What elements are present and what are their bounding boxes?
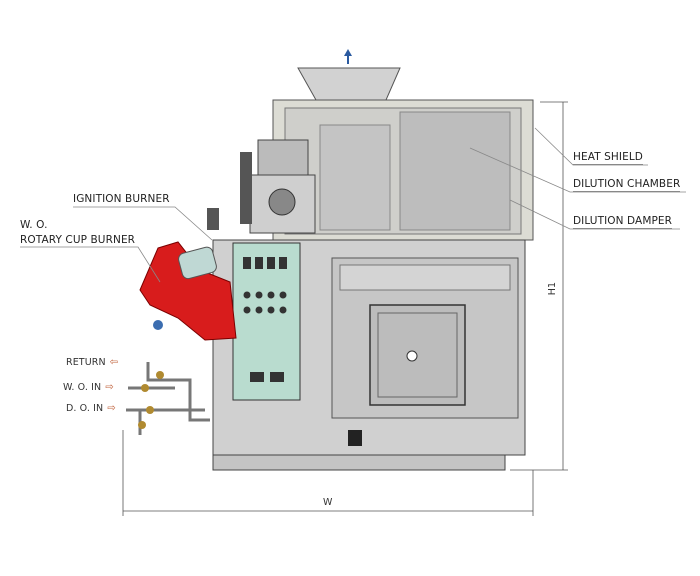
dimension-h1-label: H1 bbox=[547, 281, 559, 296]
label-dilution-damper: DILUTION DAMPER bbox=[573, 215, 673, 229]
base bbox=[212, 454, 506, 471]
arrow-right-icon: ⇨ bbox=[107, 403, 116, 414]
label-rotary-cup-burner: ROTARY CUP BURNER bbox=[20, 234, 136, 246]
ignition-burner bbox=[207, 208, 219, 230]
rotary-cup-burner bbox=[139, 241, 237, 341]
label-heat-shield: HEAT SHIELD bbox=[573, 151, 643, 165]
height-dimension bbox=[510, 101, 568, 471]
furnace-door bbox=[369, 304, 466, 406]
label-wo-in: W. O. IN⇨ bbox=[63, 382, 114, 393]
width-dimension bbox=[122, 430, 534, 516]
label-wo: W. O. bbox=[20, 219, 48, 231]
control-panel bbox=[232, 242, 301, 401]
dilution-damper bbox=[319, 124, 391, 231]
return-text: RETURN bbox=[66, 357, 106, 368]
do-in-text: D. O. IN bbox=[66, 403, 104, 414]
dimension-w-label: W bbox=[323, 497, 333, 508]
label-return: RETURN⇦ bbox=[66, 357, 118, 368]
exhaust-hood bbox=[297, 67, 401, 101]
arrow-right-icon: ⇨ bbox=[105, 382, 114, 393]
wo-in-text: W. O. IN bbox=[63, 382, 102, 393]
arrow-left-icon: ⇦ bbox=[109, 357, 119, 368]
label-ignition-burner: IGNITION BURNER bbox=[73, 193, 170, 205]
exhaust-arrow-icon bbox=[344, 49, 352, 64]
fuel-piping bbox=[126, 362, 210, 435]
label-do-in: D. O. IN⇨ bbox=[66, 403, 116, 414]
label-dilution-chamber: DILUTION CHAMBER bbox=[573, 178, 681, 192]
